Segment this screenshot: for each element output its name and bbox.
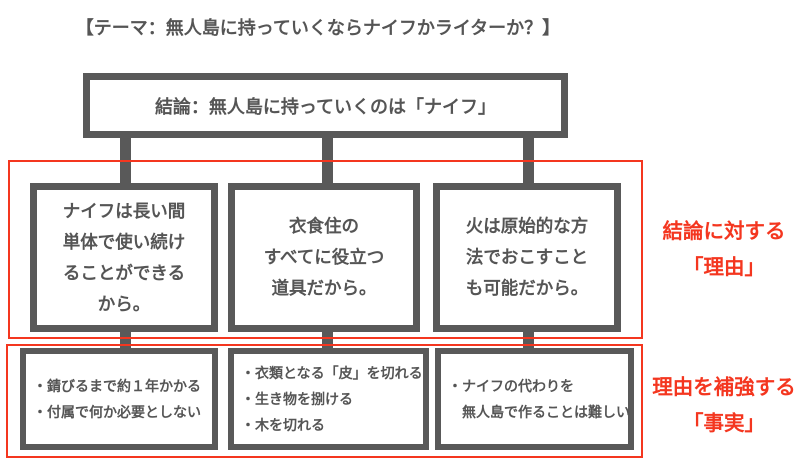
reason-1-line-2: 単体で使い続け (62, 231, 186, 252)
reason-3-line-1: 火は原始的な方 (465, 216, 589, 236)
fact-3-bullet-1: ・ナイフの代わりを (448, 378, 574, 394)
connector-reason-to-fact-3 (523, 329, 534, 353)
conclusion-box: 結論：無人島に持っていくのは「ナイフ」 (83, 73, 568, 138)
reason-3-line-3: も可能だから。 (465, 278, 589, 298)
fact-1-bullet-2: ・付属で何か必要としない (33, 404, 201, 420)
facts-label-line-1: 理由を補強する (652, 376, 796, 399)
reasons-group-outline (8, 160, 643, 339)
reason-1-line-4: から。 (97, 293, 151, 314)
connector-reason-to-fact-1 (120, 329, 131, 353)
reason-2-line-3: 道具だから。 (271, 278, 377, 298)
reasons-group-label: 結論に対する 「理由」 (648, 214, 800, 286)
reason-box-3-text: 火は原始的な方 法でおこすこと も可能だから。 (466, 211, 589, 304)
fact-box-2: ・衣類となる「皮」を切れる ・生き物を捌ける ・木を切れる (228, 348, 429, 450)
facts-group-outline (6, 344, 643, 458)
facts-label-line-2: 「事実」 (683, 412, 765, 435)
fact-3-bullet-1-continuation: 無人島で作ることは難しい (448, 404, 630, 420)
reason-box-3: 火は原始的な方 法でおこすこと も可能だから。 (433, 183, 621, 332)
facts-group-label: 理由を補強する 「事実」 (648, 370, 800, 442)
conclusion-text: 結論：無人島に持っていくのは「ナイフ」 (154, 96, 497, 117)
fact-2-bullet-2: ・生き物を捌ける (241, 391, 353, 407)
reason-1-line-1: ナイフは長い間 (62, 200, 186, 221)
fact-2-bullet-3: ・木を切れる (241, 417, 325, 433)
fact-box-1: ・錆びるまで約１年かかる ・付属で何か必要としない (20, 348, 218, 450)
reason-box-2: 衣食住の すべてに役立つ 道具だから。 (228, 183, 420, 332)
reason-2-line-2: すべてに役立つ (263, 247, 385, 267)
fact-1-bullet-1: ・錆びるまで約１年かかる (33, 378, 201, 394)
reason-box-1-text: ナイフは長い間 単体で使い続け ることができる から。 (63, 196, 186, 320)
reasons-label-line-2: 「理由」 (683, 256, 765, 279)
fact-2-bullet-1: ・衣類となる「皮」を切れる (241, 365, 423, 381)
reason-2-line-1: 衣食住の (288, 216, 359, 236)
reason-1-line-3: ることができる (62, 262, 186, 283)
connector-reason-to-fact-2 (322, 329, 333, 353)
reason-3-line-2: 法でおこすこと (465, 247, 589, 267)
reason-box-1: ナイフは長い間 単体で使い続け ることができる から。 (30, 183, 218, 332)
diagram-title: 【テーマ：無人島に持っていくならナイフかライターか？】 (75, 18, 561, 38)
reason-box-2-text: 衣食住の すべてに役立つ 道具だから。 (264, 211, 385, 304)
fact-box-3: ・ナイフの代わりを 無人島で作ることは難しい (435, 348, 634, 450)
reasons-label-line-1: 結論に対する (662, 220, 786, 243)
